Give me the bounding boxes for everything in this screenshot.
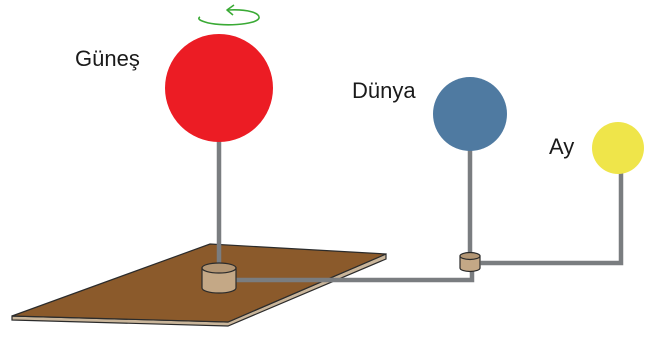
- base-board-top: [11, 243, 387, 323]
- earth-hub-body: [459, 255, 481, 273]
- earth-moon-arm: [480, 163, 624, 266]
- sun-sphere: [165, 34, 273, 142]
- rotation-arrow-icon: [198, 4, 260, 26]
- rotation-arrow-arc: [198, 9, 260, 26]
- rotation-arrow-head: [226, 4, 235, 16]
- earth-label: Dünya: [352, 78, 416, 103]
- earth-sphere: [433, 77, 507, 151]
- earth-hub: [459, 251, 481, 273]
- sun-hub-top: [201, 262, 237, 274]
- sun-label: Güneş: [75, 46, 140, 71]
- earth-hub-top: [459, 251, 481, 261]
- sun-hub: [201, 262, 237, 294]
- moon-label: Ay: [549, 134, 575, 159]
- sun-hub-body: [201, 267, 237, 294]
- moon-sphere: [592, 122, 644, 174]
- wooden-base: [11, 243, 387, 327]
